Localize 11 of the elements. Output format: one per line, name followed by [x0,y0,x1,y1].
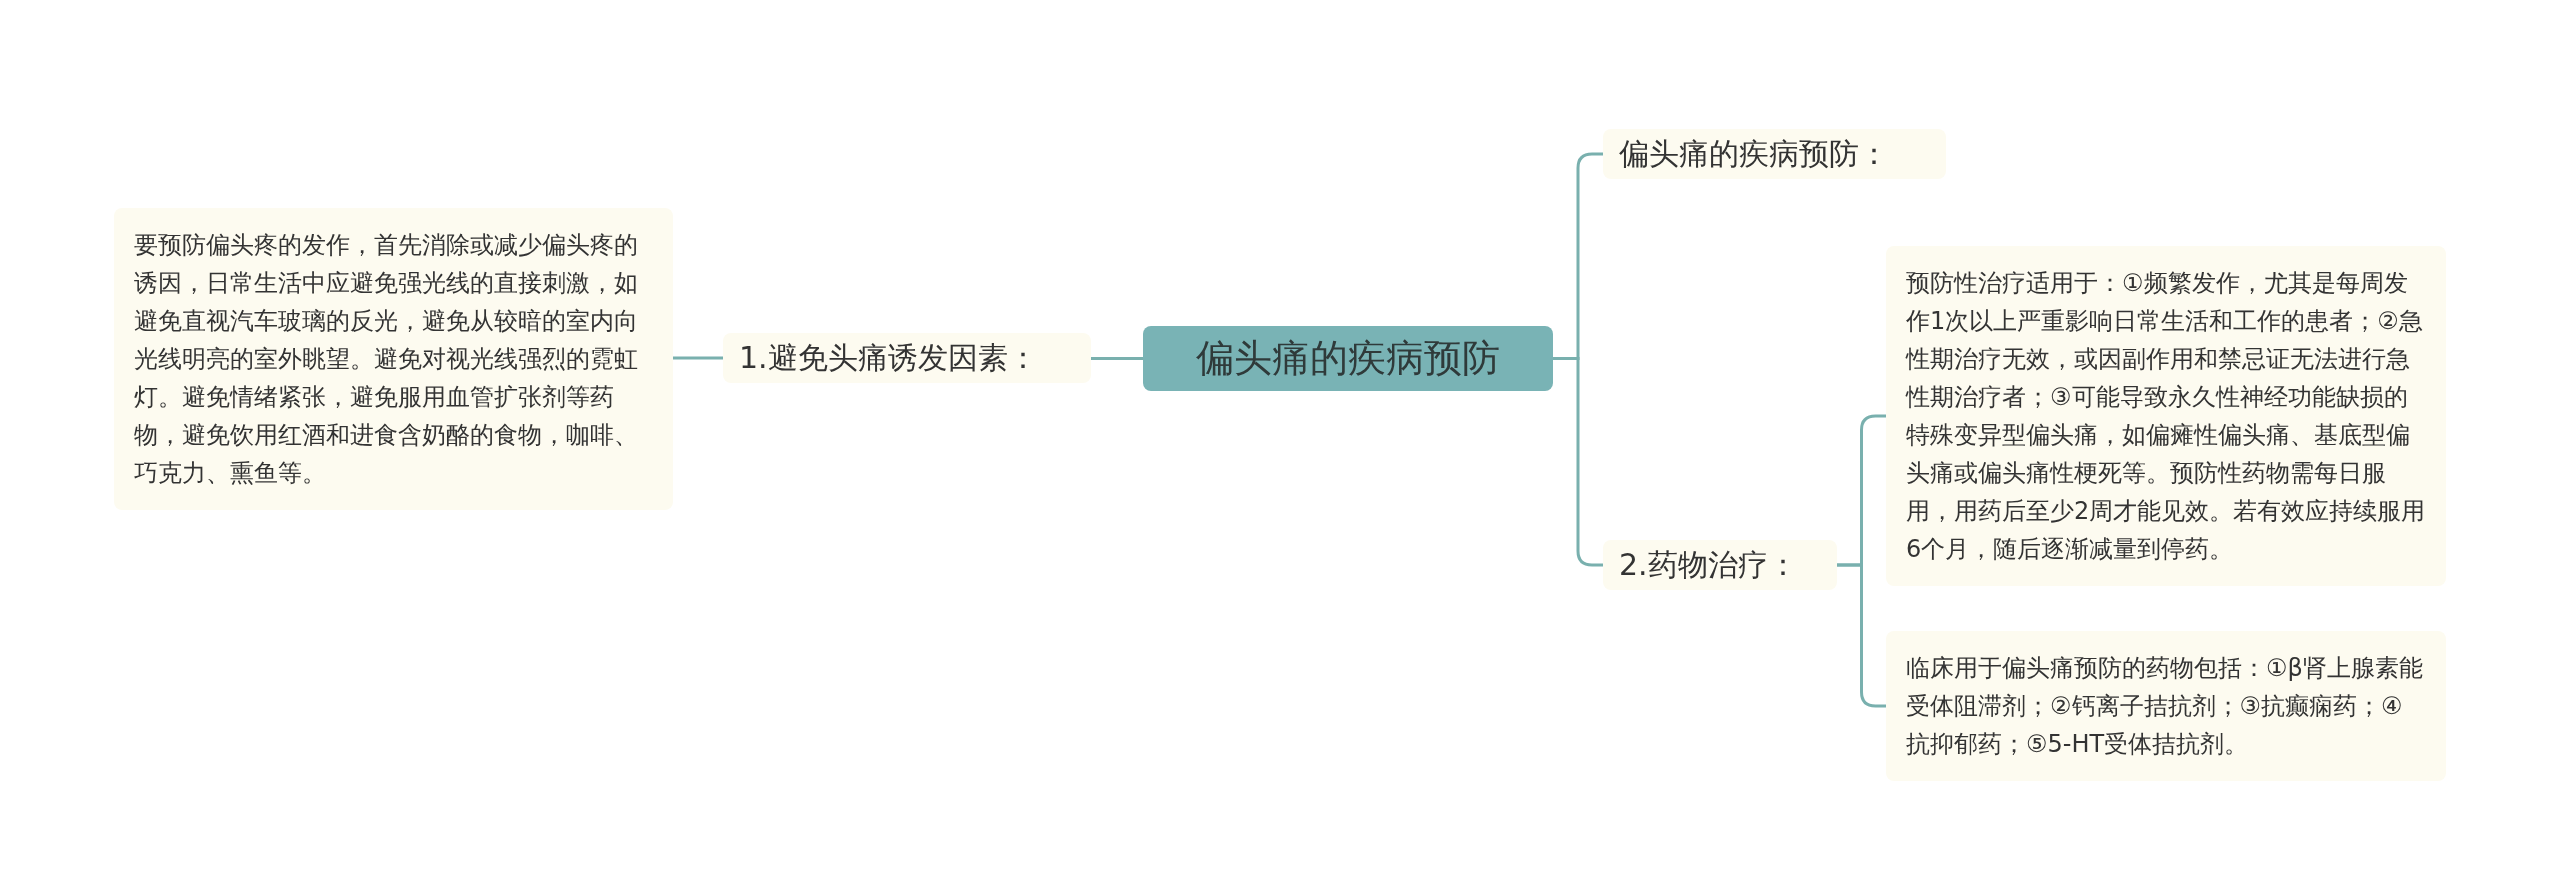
topic-box: 1.避免头痛诱发因素： [723,333,1091,383]
central-topic: 偏头痛的疾病预防 [1143,325,1553,391]
note-box: 临床用于偏头痛预防的药物包括：①β肾上腺素能受体阻滞剂；②钙离子拮抗剂；③抗癫痫药；④抗抑郁药；⑤5-HT受体拮抗剂。 [1886,631,2446,781]
topic-box: 2.药物治疗： [1603,540,1837,590]
connector-line [673,356,723,360]
note-box: 要预防偏头疼的发作，首先消除或减少偏头疼的诱因，日常生活中应避免强光线的直接刺激，如避免直视汽车玻璃的反光，避免从较暗的室内向光线明亮的室外眺望。避免对视光线强烈的霓虹灯。避免情绪紧张，避免服用血管扩张剂等药物，避免饮用红酒和进食含奶酪的食物，咖啡、巧克力、熏鱼等。 [114,208,673,510]
connector-line [1837,563,1886,708]
connector-line [1091,357,1143,360]
connector-line [1553,357,1603,567]
note-box: 预防性治疗适用于：①频繁发作，尤其是每周发作1次以上严重影响日常生活和工作的患者；②急性期治疗无效，或因副作用和禁忌证无法进行急性期治疗者；③可能导致永久性神经功能缺损的特殊变异型偏头痛，如偏瘫性偏头痛、基底型偏头痛或偏头痛性梗死等。预防性药物需每日服用，用药后至少2周才能见效。若有效应持续服用6个月，随后逐渐减量到停药。 [1886,246,2446,586]
topic-box: 偏头痛的疾病预防： [1603,129,1946,179]
